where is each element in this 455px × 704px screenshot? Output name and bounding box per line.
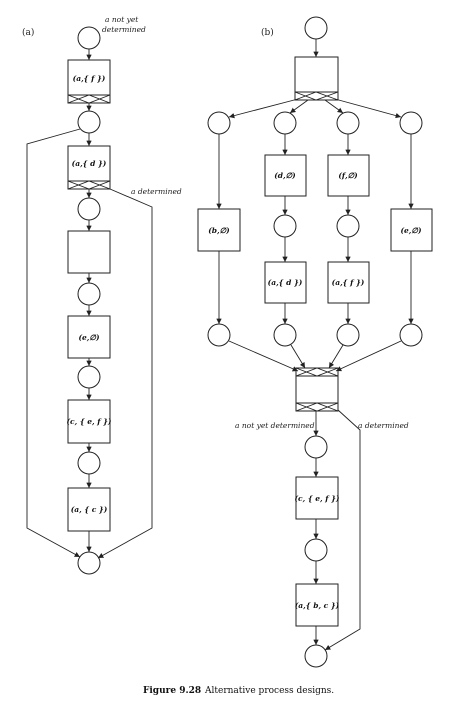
place-a-p3 [77,282,101,306]
transition-b-f: (f,∅) [327,154,370,197]
transition-b-split [294,56,339,101]
place-b-q2 [273,111,297,135]
annotation-a-determined: a determined [131,187,182,196]
place-b-end [304,644,328,668]
transition-a-t2: (a,{ d }) [67,145,111,190]
place-b-r3 [336,323,360,347]
place-b-q1 [207,111,231,135]
caption-text: Alternative process designs. [204,686,334,696]
transition-b-b: (b,∅) [197,208,241,252]
place-a-p5 [77,451,101,475]
place-a-p1 [77,110,101,134]
transition-a-t3 [67,230,111,274]
place-b-s1 [304,435,328,459]
place-b-q3 [336,111,360,135]
transition-a-t1-label: (a,{ f }) [73,74,106,83]
place-b-r1 [207,323,231,347]
transition-a-t2-label: (a,{ d }) [72,159,107,168]
place-b-q6 [336,214,360,238]
transition-a-t4-label: (e,∅) [78,333,99,342]
place-b-r2 [273,323,297,347]
panel-b-label: (b) [261,27,274,38]
transition-a-t6: (a, { c }) [67,487,111,532]
place-a-p2 [77,197,101,221]
transition-a-t1: (a,{ f }) [67,59,111,104]
arc-b-bypass [324,409,361,651]
transition-b-join [295,367,339,412]
annotation-b-not-yet: a not yet determined [235,421,315,430]
place-b-q4 [399,111,423,135]
annotation-b-determined: a determined [358,421,409,430]
panel-a: (a) (a,{ f }) (a,{ d }) [22,15,182,575]
arc-b-r4-join [335,340,402,372]
figure-caption: Figure 9.28 Alternative process designs. [143,686,334,696]
caption-number: Figure 9.28 [143,686,201,696]
transition-b-af-label: (a,{ f }) [332,278,365,287]
arc-b-split-4 [334,98,402,119]
annotation-a-not-yet-2: determined [102,25,146,34]
transition-b-af: (a,{ f }) [327,261,370,304]
place-a-start [77,26,101,50]
transition-b-ad: (a,{ d }) [264,261,307,304]
place-b-q5 [273,214,297,238]
transition-a-t5-label: (c, { e, f }) [67,417,112,426]
transition-b-e: (e,∅) [390,208,433,252]
transition-b-f-label: (f,∅) [338,171,358,180]
transition-b-d-label: (d,∅) [274,171,296,180]
transition-b-e-label: (e,∅) [400,226,421,235]
annotation-a-not-yet-1: a not yet [105,15,139,24]
place-a-p4 [77,365,101,389]
arc-b-r2-join [290,344,306,369]
arc-b-split-2 [289,99,309,114]
transition-b-abc-label: (a,{ b, c }) [295,601,340,610]
transition-b-d: (d,∅) [264,154,307,197]
transition-b-b-label: (b,∅) [208,226,230,235]
arc-a-bypass-right [97,188,153,559]
transition-a-t4: (e,∅) [67,315,111,359]
transition-b-cef: (c, { e, f }) [295,476,340,520]
panel-a-label: (a) [22,27,34,38]
arc-b-r3-join [328,344,344,369]
place-b-s2 [304,538,328,562]
transition-a-t6-label: (a, { c }) [71,505,108,514]
transition-b-ad-label: (a,{ d }) [268,278,303,287]
arc-b-split-3 [324,99,344,114]
place-a-end [77,551,101,575]
transition-a-t5: (c, { e, f }) [67,399,112,444]
place-b-r4 [399,323,423,347]
arc-b-r1-join [228,340,299,372]
arc-a-bypass-left [26,128,81,558]
transition-b-abc: (a,{ b, c }) [295,583,340,627]
place-b-start [304,16,328,40]
transition-b-cef-label: (c, { e, f }) [295,494,340,503]
panel-b: (b) (d,∅) (f,∅) [197,16,433,668]
arc-b-split-1 [228,98,299,119]
